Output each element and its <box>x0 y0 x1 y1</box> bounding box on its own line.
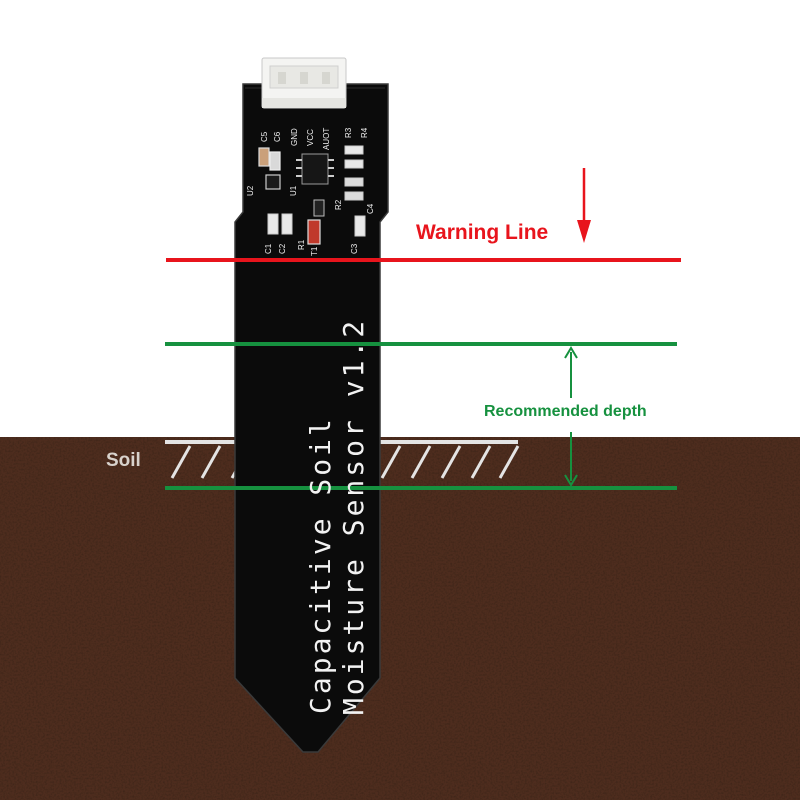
component-label-r2: R2 <box>334 199 343 210</box>
board-components <box>258 145 366 245</box>
soil-area <box>0 437 800 800</box>
soil-label: Soil <box>106 450 141 471</box>
component-label-u2: U2 <box>246 185 255 196</box>
component-label-c3: C3 <box>350 243 359 254</box>
pin-label-aout: AUOT <box>322 127 331 150</box>
pin-label-gnd: GND <box>290 128 299 146</box>
probe-silkscreen-line2: Moisture Sensor v1.2 <box>337 317 370 715</box>
jst-connector <box>261 57 347 109</box>
component-label-u1: U1 <box>289 185 298 196</box>
component-label-r3: R3 <box>344 127 353 138</box>
probe-silkscreen-line1: Capacitive Soil <box>304 416 337 714</box>
component-label-t1: T1 <box>310 246 319 256</box>
component-label-c1: C1 <box>264 243 273 254</box>
component-label-r4: R4 <box>360 127 369 138</box>
component-label-c2: C2 <box>278 243 287 254</box>
component-label-c6: C6 <box>273 131 282 142</box>
warning-line-label: Warning Line <box>416 221 549 244</box>
warning-arrow <box>577 168 591 243</box>
component-label-c5: C5 <box>260 131 269 142</box>
component-label-r1: R1 <box>297 239 306 250</box>
depth-arrow <box>564 346 578 487</box>
pin-label-vcc: VCC <box>306 129 315 146</box>
recommended-depth-label: Recommended depth <box>484 403 647 420</box>
component-label-c4: C4 <box>366 203 375 214</box>
